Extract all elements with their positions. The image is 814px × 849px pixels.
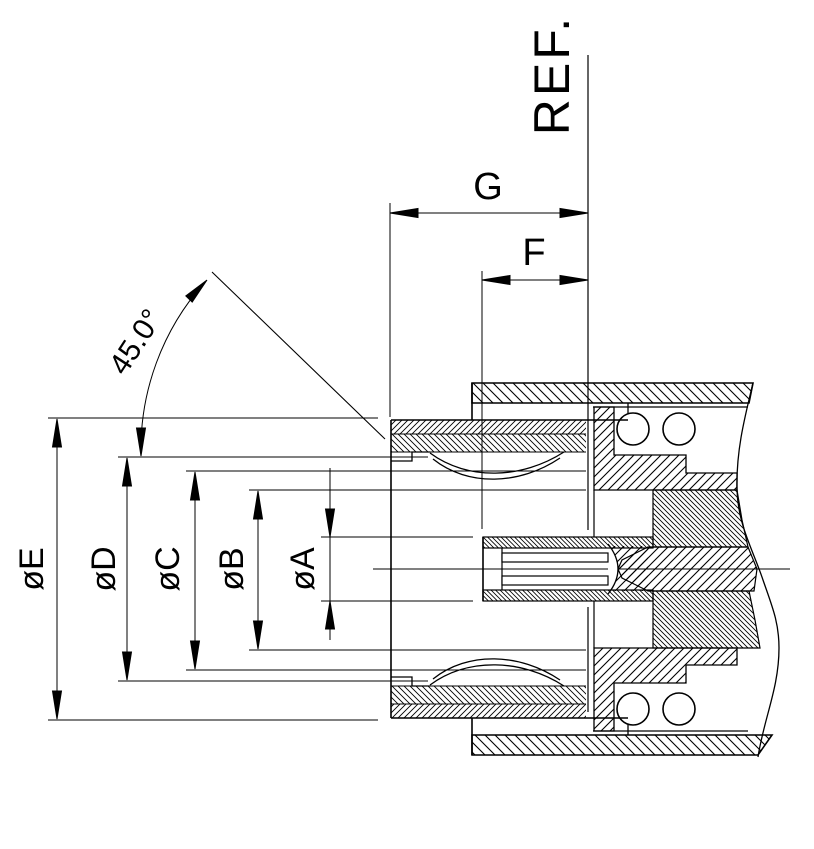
o-ring-top-2 bbox=[662, 412, 696, 446]
label-dia-c: øC bbox=[149, 546, 187, 591]
dimension-angle-45: 45.0° bbox=[103, 271, 386, 457]
label-dia-b: øB bbox=[213, 547, 251, 590]
o-ring-bottom-2 bbox=[662, 692, 696, 726]
o-ring-bottom-1 bbox=[616, 692, 650, 726]
socket-tine-top bbox=[501, 552, 609, 563]
dimension-f: F bbox=[481, 232, 589, 529]
dimension-dia-e: øE bbox=[13, 417, 378, 721]
label-dia-d: øD bbox=[85, 546, 123, 591]
dimension-dia-d: øD bbox=[85, 456, 428, 682]
dimension-dia-b: øB bbox=[213, 489, 586, 651]
insulator-insert bbox=[652, 489, 761, 649]
shell-front-wall bbox=[593, 406, 738, 732]
shell-outer bbox=[471, 382, 774, 756]
label-g: G bbox=[473, 166, 503, 208]
label-f: F bbox=[522, 232, 545, 274]
dimension-ref: REF. bbox=[524, 15, 589, 712]
o-ring-top-1 bbox=[616, 412, 650, 446]
dimension-dia-c: øC bbox=[149, 470, 586, 671]
label-angle: 45.0° bbox=[103, 303, 169, 380]
dimension-dia-a: øA bbox=[284, 468, 473, 640]
contact-rear-body bbox=[607, 543, 758, 595]
socket-tine-bottom bbox=[501, 575, 609, 586]
dimension-g: G bbox=[389, 166, 589, 417]
break-line bbox=[736, 382, 780, 758]
socket-contact bbox=[482, 536, 654, 602]
wave-spring-bottom bbox=[429, 658, 565, 687]
label-ref: REF. bbox=[524, 15, 580, 135]
chamfer-leader-line bbox=[211, 271, 386, 440]
o-rings bbox=[616, 412, 696, 726]
label-dia-a: øA bbox=[284, 547, 322, 591]
coupling-nut bbox=[390, 419, 628, 719]
label-dia-e: øE bbox=[13, 547, 51, 590]
wave-spring-top bbox=[429, 451, 565, 480]
